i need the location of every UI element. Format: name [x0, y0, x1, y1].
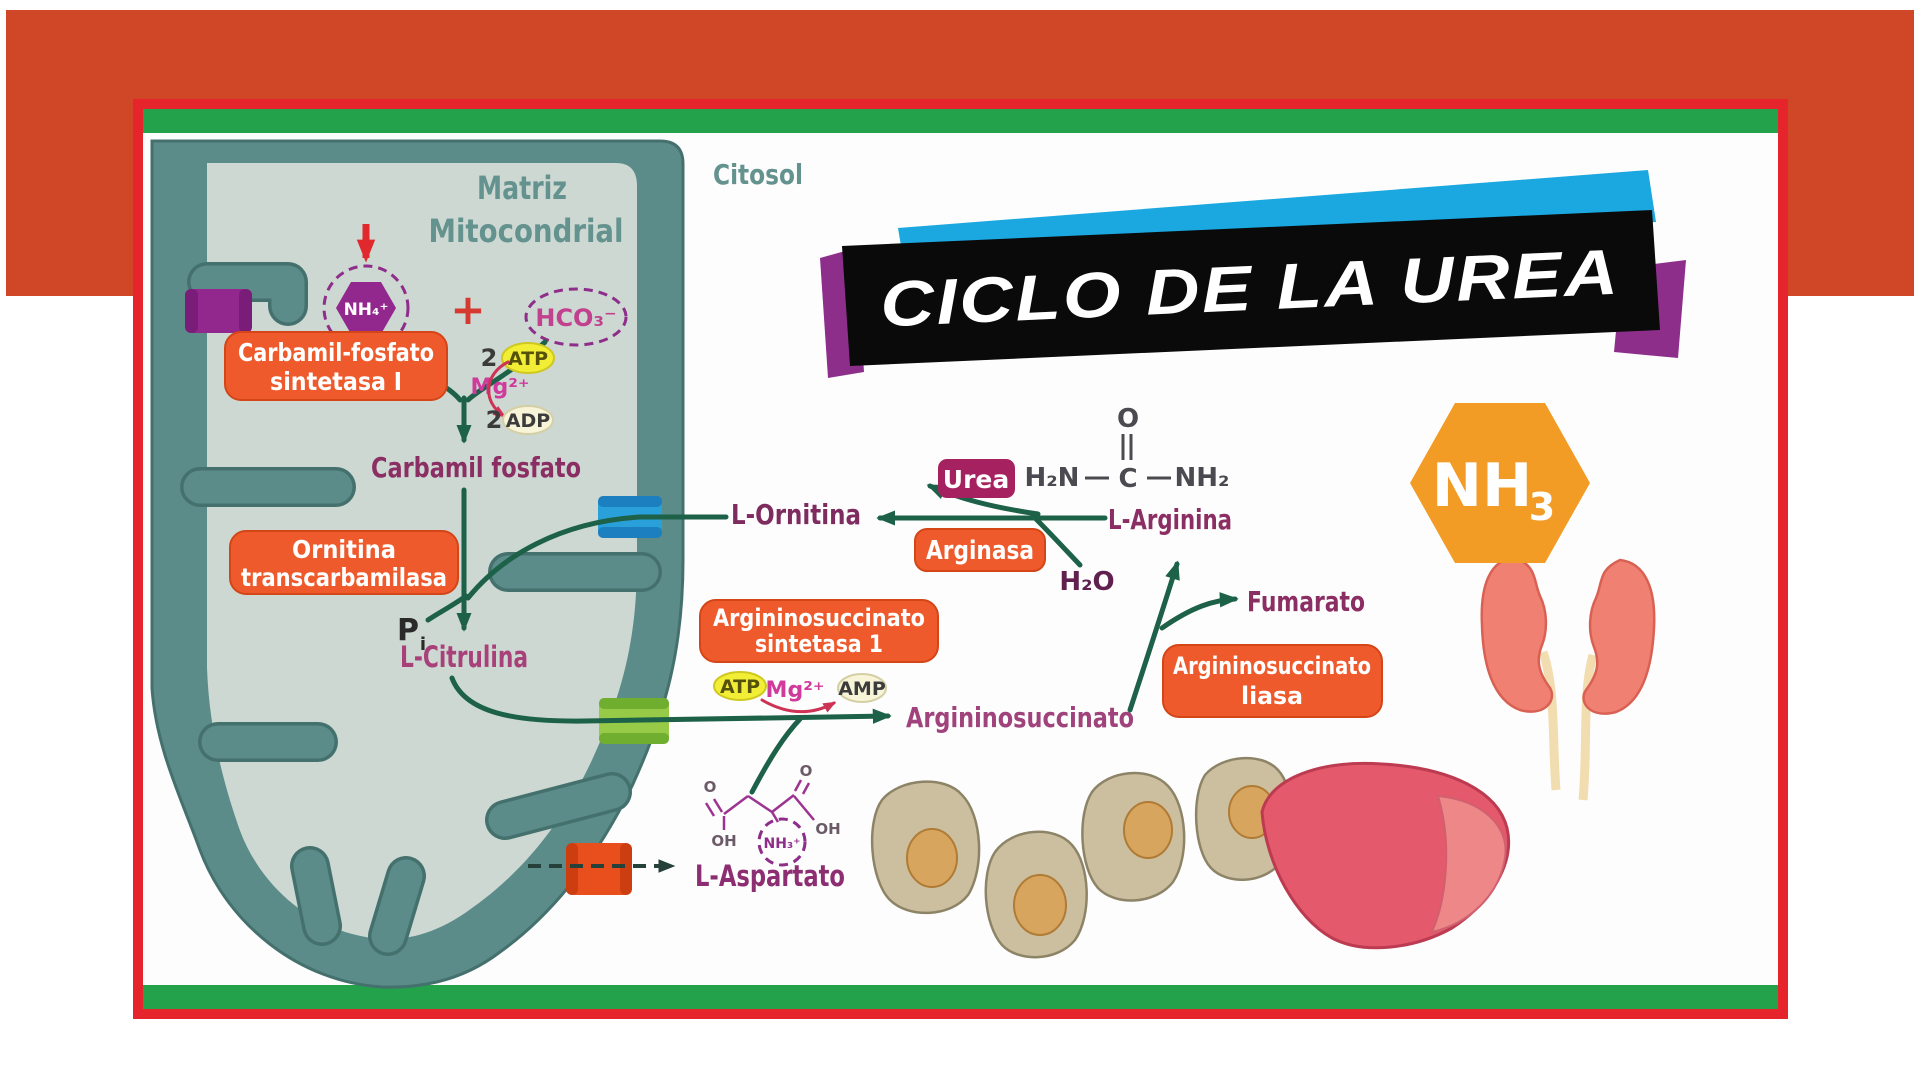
plus-sign: +: [450, 285, 485, 334]
ammonium-label: NH₄⁺: [344, 300, 389, 320]
arginase-label: Arginasa: [926, 536, 1034, 566]
left-ureter: [1538, 650, 1561, 791]
atp2-label: ATP: [720, 676, 760, 698]
svg-text:OH: OH: [815, 820, 840, 838]
argininosuccinate-label: Argininosuccinato: [906, 701, 1134, 734]
ammonia-hexagon: NH 3: [1410, 403, 1590, 563]
ammonium-hexagon: [336, 282, 396, 334]
svg-text:O: O: [704, 778, 717, 796]
atp1-label: ATP: [508, 348, 548, 370]
urea-badge: [938, 459, 1015, 498]
adp-badge: [502, 405, 554, 435]
amp-label: AMP: [838, 678, 886, 700]
carbamoyl-phosphate-label: Carbamil fosfato: [371, 451, 581, 484]
asl-enzyme-box: [1162, 644, 1383, 718]
aspartate-label: L-Aspartato: [695, 859, 845, 893]
svg-text:C: C: [1118, 464, 1137, 494]
argininosuccinate-to-arginine-arrow: [1127, 560, 1180, 713]
ass1-enzyme-box: [699, 599, 939, 663]
cps1-enzyme-box: [224, 331, 448, 401]
adp-label: ADP: [506, 410, 550, 432]
cps1-label-line2: sintetasa I: [270, 367, 402, 396]
right-ureter: [1578, 653, 1598, 801]
aspartate-join-curve: [749, 716, 803, 795]
svg-text:OH: OH: [711, 832, 736, 850]
title-cyan-accent: [898, 170, 1656, 252]
citrulline-to-argininosuccinate-arrow: [449, 675, 892, 724]
kidneys-illustration: [1480, 555, 1656, 801]
poster-green-strip-top: [143, 109, 1778, 133]
right-kidney: [1582, 558, 1656, 715]
cytosol-label: Citosol: [713, 158, 803, 191]
purple-transport-channel-icon: [185, 289, 252, 333]
atp2-badge: [713, 671, 767, 701]
ornithine-into-matrix-curve: [465, 514, 729, 601]
bicarbonate-dashed-ellipse: [524, 287, 628, 347]
cell-2-nucleus: [1013, 874, 1067, 936]
atp-to-adp-arrow: [487, 360, 510, 418]
citrulline-label: L-Citrulina: [400, 640, 528, 674]
matrix-label-line1: Matriz: [477, 169, 567, 207]
adp-coefficient: 2: [486, 406, 503, 434]
aspartate-channel-icon: [566, 843, 632, 895]
cell-1-nucleus: [906, 828, 958, 888]
asl-label-line2: liasa: [1241, 682, 1303, 710]
cell-3-nucleus: [1123, 801, 1173, 859]
atp1-badge: [501, 342, 555, 374]
aspartate-structure: O OH O OH NH₃⁺: [704, 762, 841, 867]
mg2-label: Mg²⁺: [766, 678, 825, 703]
phosphate-label-main: P: [397, 613, 419, 648]
cells-illustration: [870, 756, 1294, 959]
svg-text:O: O: [1117, 404, 1139, 434]
ass1-label-line1: Argininosuccinato: [713, 604, 925, 632]
phosphate-label-sub: i: [420, 634, 426, 655]
atp1-coefficient: 2: [481, 344, 498, 372]
title-banner: CICLO DE LA UREA: [820, 170, 1686, 378]
phosphate-release-stub: [425, 593, 469, 623]
otc-label-line2: transcarbamilasa: [241, 563, 447, 592]
cps1-label-line1: Carbamil-fosfato: [238, 338, 434, 367]
poster-green-strip-bottom: [143, 985, 1778, 1009]
atp-to-amp-arrow: [760, 698, 837, 714]
cristae: [180, 262, 662, 956]
water-input-curve: [1033, 516, 1083, 568]
fumarate-label: Fumarato: [1247, 585, 1365, 618]
arginine-label: L-Arginina: [1108, 503, 1232, 536]
ammonia-hexagon-sub: 3: [1529, 485, 1555, 529]
ass1-label-line2: sintetasa 1: [755, 630, 883, 658]
liver-illustration: [1260, 761, 1510, 950]
title-black-panel: [842, 210, 1660, 366]
ornithine-label: L-Ornitina: [731, 498, 861, 531]
mg1-label: Mg²⁺: [471, 375, 530, 400]
urea-label: Urea: [943, 465, 1009, 494]
svg-text:O: O: [800, 762, 813, 780]
otc-enzyme-box: [229, 530, 459, 595]
asl-label-line1: Argininosuccinato: [1173, 652, 1371, 680]
left-kidney: [1480, 555, 1554, 713]
fumarate-branch-arrow: [1159, 592, 1239, 631]
matrix-label-line2: Mitocondrial: [429, 212, 624, 250]
water-label: H₂O: [1059, 567, 1114, 597]
bicarbonate-label: HCO₃⁻: [535, 304, 616, 332]
otc-label-line1: Ornitina: [292, 535, 396, 564]
ammonia-hexagon-main: NH: [1432, 451, 1532, 521]
arginase-enzyme-box: [914, 528, 1046, 572]
svg-text:NH₃⁺: NH₃⁺: [764, 836, 801, 852]
svg-text:NH₂: NH₂: [1175, 463, 1230, 493]
urea-structure: O H₂N C NH₂: [1025, 404, 1230, 494]
amp-badge: [837, 673, 887, 703]
svg-text:H₂N: H₂N: [1025, 463, 1080, 493]
